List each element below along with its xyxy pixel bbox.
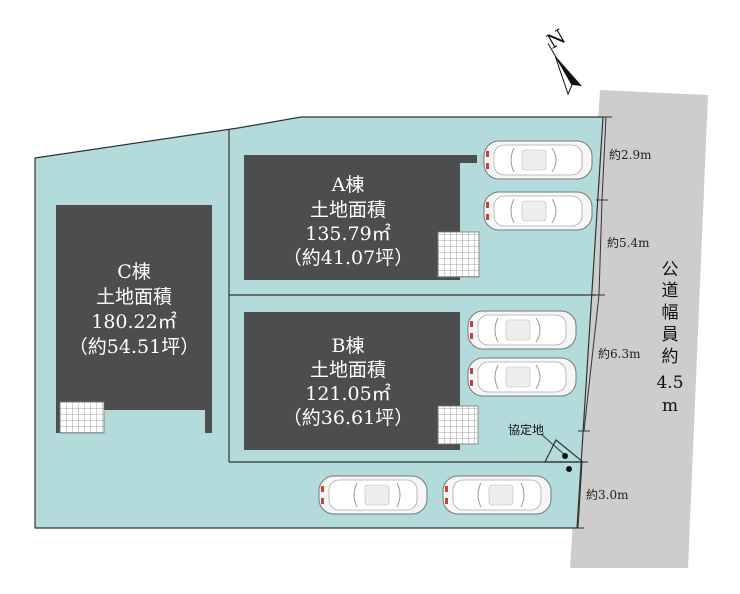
road-width-value: 4.5: [656, 373, 683, 393]
building-a-name: A棟: [331, 174, 365, 196]
road-width-unit: m: [662, 396, 678, 416]
parking-car-b2: [467, 357, 577, 397]
road-char-2: 道: [662, 281, 679, 301]
building-b-tsubo: （約36.61坪）: [283, 407, 413, 429]
parking-car-a1: [483, 140, 593, 180]
building-c-entrance-tiles: [59, 401, 105, 434]
building-c: [56, 205, 212, 433]
building-c-area: 180.22㎡: [91, 310, 176, 333]
building-a: [244, 155, 477, 280]
agreement-land-shape: [544, 439, 585, 463]
frontage-label-1: 約2.9m: [609, 147, 652, 162]
public-road: [570, 90, 708, 568]
building-c-tsubo: （約54.51坪）: [69, 336, 199, 358]
agreement-land-dot-1: [562, 453, 568, 459]
compass-north-label: N: [543, 24, 570, 54]
building-a-caption: 土地面積: [310, 199, 386, 221]
building-a-tsubo: （約41.07坪）: [283, 247, 413, 269]
building-b-name: B棟: [332, 335, 365, 357]
road-char-4: 員: [662, 325, 679, 345]
building-b-entrance-tiles: [437, 405, 479, 445]
building-a-entrance-tiles: [437, 231, 480, 278]
agreement-land-leader: [540, 433, 567, 457]
building-a-area: 135.79㎡: [305, 222, 390, 245]
road-char-5: 約: [662, 347, 679, 367]
building-c-caption: 土地面積: [96, 286, 172, 308]
frontage-label-2: 約5.4m: [607, 235, 650, 250]
parking-car-c2: [442, 475, 552, 515]
parking-car-b1: [467, 310, 577, 350]
building-b-area: 121.05㎡: [305, 382, 390, 405]
agreement-land-dot-2: [566, 466, 572, 472]
road-char-3: 幅: [662, 303, 679, 323]
building-c-name: C棟: [117, 261, 151, 283]
building-b: [244, 312, 460, 450]
agreement-land-label: 協定地: [508, 422, 544, 437]
parking-car-c1: [318, 475, 428, 515]
frontage-dimensions: [572, 116, 612, 529]
road-char-1: 公: [662, 260, 679, 280]
frontage-label-4: 約3.0m: [586, 487, 629, 502]
building-b-caption: 土地面積: [310, 359, 386, 381]
frontage-label-3: 約6.3m: [598, 346, 641, 361]
parking-car-a2: [483, 191, 593, 231]
